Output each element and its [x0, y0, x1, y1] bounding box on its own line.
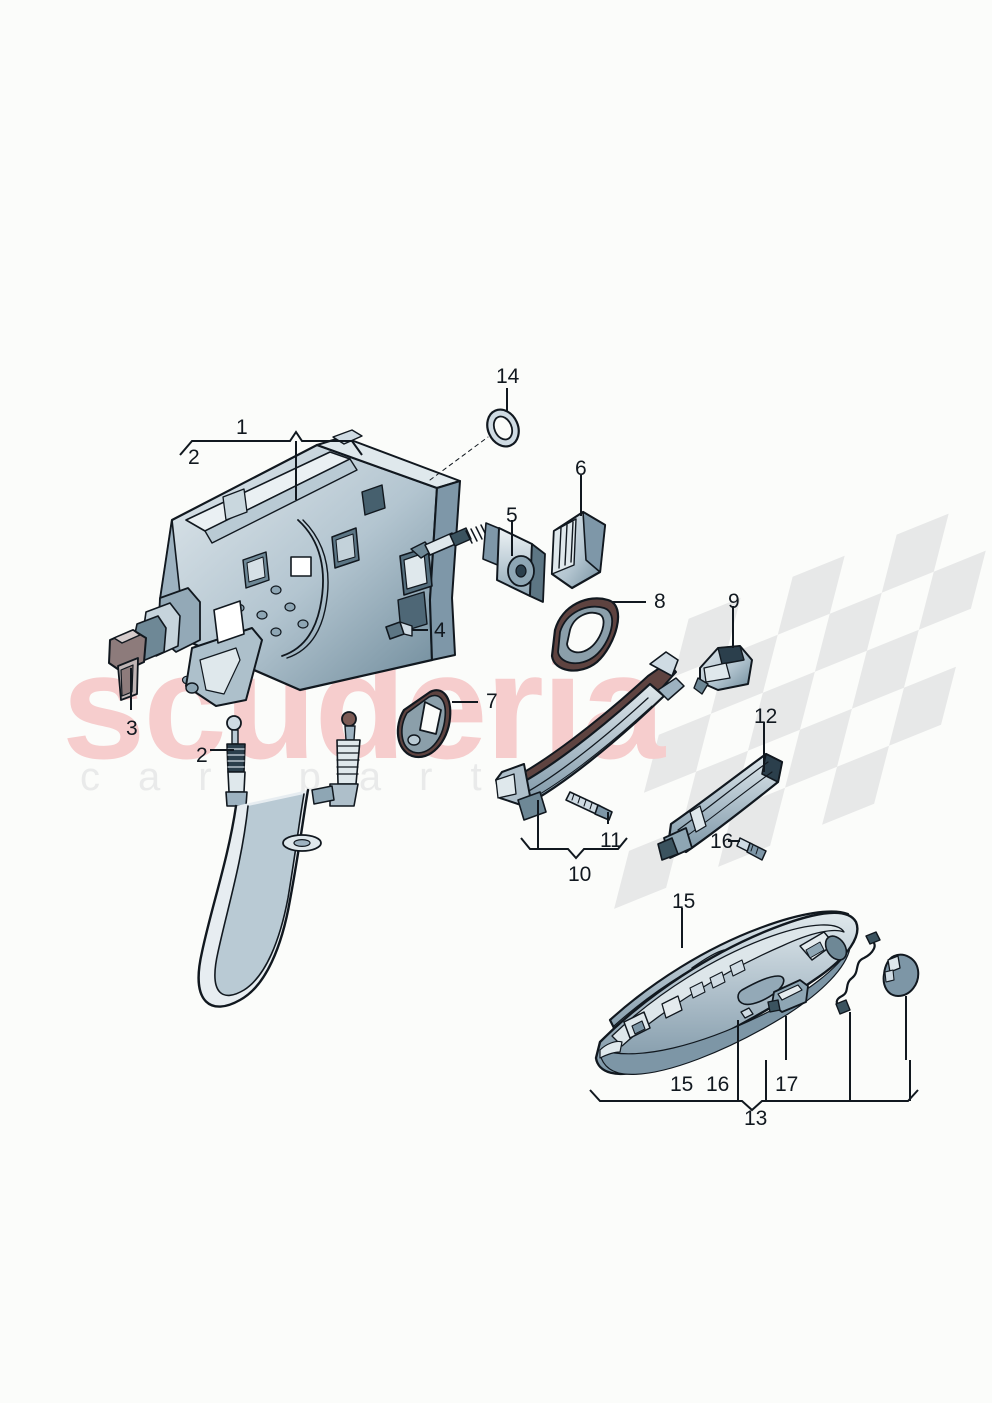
- leader-lines-layer: [130, 388, 919, 1112]
- part-fixing-screw-upper: [736, 837, 767, 861]
- part-wire-harness: [835, 931, 881, 1015]
- callout-13[interactable]: 13: [744, 1107, 768, 1130]
- callout-4[interactable]: 4: [434, 619, 446, 642]
- bracket-carrier-group: [520, 837, 628, 860]
- seal-ring-assembly-line: [429, 436, 489, 481]
- part-handle-trim-left: [396, 689, 452, 759]
- watermark-subtitle: car parts: [80, 755, 578, 799]
- part-outer-door-handle: [594, 911, 859, 1076]
- callout-3[interactable]: 3: [126, 717, 138, 740]
- callout-2-cable[interactable]: 2: [196, 744, 208, 767]
- callout-15-upper[interactable]: 15: [672, 890, 696, 913]
- part-handle-carrier: [495, 651, 685, 821]
- part-handle-end-cap: [882, 953, 920, 997]
- part-handle-support-rail: [657, 752, 784, 861]
- part-cover-cap: [550, 510, 607, 590]
- callout-11[interactable]: 11: [600, 829, 622, 852]
- callout-1[interactable]: 1: [236, 416, 248, 439]
- part-fixing-screw-lower: [740, 1007, 754, 1019]
- callout-15-lower[interactable]: 15: [670, 1073, 694, 1096]
- callout-9[interactable]: 9: [728, 590, 740, 613]
- callout-7[interactable]: 7: [486, 690, 498, 713]
- bracket-top-group: [179, 430, 363, 456]
- callout-2-top[interactable]: 2: [188, 446, 200, 469]
- part-latch-clip: [693, 645, 753, 695]
- part-grub-screw: [385, 621, 413, 640]
- part-handle-bezel: [550, 597, 620, 672]
- callout-16-lower[interactable]: 16: [706, 1073, 730, 1096]
- callout-14[interactable]: 14: [496, 365, 520, 388]
- part-lock-cylinder: [410, 522, 546, 603]
- callout-16-upper[interactable]: 16: [710, 830, 734, 853]
- callout-8[interactable]: 8: [654, 590, 666, 613]
- part-seal-ring: [486, 408, 520, 448]
- part-door-lock-module: [131, 429, 461, 707]
- part-bowden-cable: [197, 711, 361, 1008]
- callout-12[interactable]: 12: [754, 705, 778, 728]
- callout-6[interactable]: 6: [575, 457, 587, 480]
- bracket-handle-group: [589, 1089, 919, 1112]
- callout-5[interactable]: 5: [506, 504, 518, 527]
- callout-17[interactable]: 17: [775, 1073, 799, 1096]
- part-sensor-contact: [767, 979, 809, 1013]
- callout-10[interactable]: 10: [568, 863, 592, 886]
